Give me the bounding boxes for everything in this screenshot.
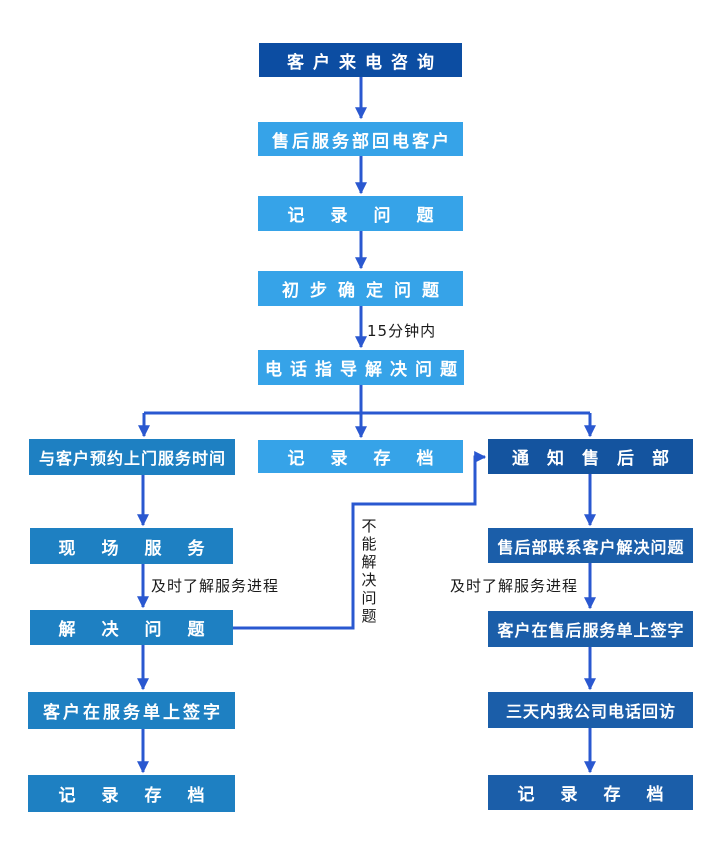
node-aftersales-contact: 售后部联系客户解决问题 [488,528,693,563]
edge-cannot-solve [233,451,487,630]
node-record-problem: 记录问题 [258,196,463,231]
label-within-15min: 15分钟内 [367,322,437,340]
label-follow-progress-left: 及时了解服务进程 [151,577,280,595]
node-callback-customer: 售后服务部回电客户 [258,122,463,156]
node-sign-service-form: 客户在服务单上签字 [28,692,235,729]
node-notify-aftersales: 通知售后部 [488,439,693,474]
node-customer-call-inquiry: 客户来电咨询 [259,43,462,77]
node-record-archive-center: 记录存档 [258,440,463,473]
label-cannot-solve: 不能解决问题 [361,517,377,625]
node-initial-diagnosis: 初步确定问题 [258,271,463,306]
node-record-archive-left: 记录存档 [28,775,235,812]
node-phone-followup-3days: 三天内我公司电话回访 [488,692,693,728]
node-phone-guidance: 电话指导解决问题 [258,350,464,385]
node-onsite-service: 现场服务 [30,528,233,564]
node-sign-aftersales-form: 客户在售后服务单上签字 [488,611,693,647]
edge-branch-trunk [144,385,590,415]
label-follow-progress-right: 及时了解服务进程 [450,577,579,595]
node-appointment-onsite: 与客户预约上门服务时间 [29,439,235,475]
node-solve-problem: 解决问题 [30,610,233,645]
node-record-archive-right: 记录存档 [488,775,693,810]
